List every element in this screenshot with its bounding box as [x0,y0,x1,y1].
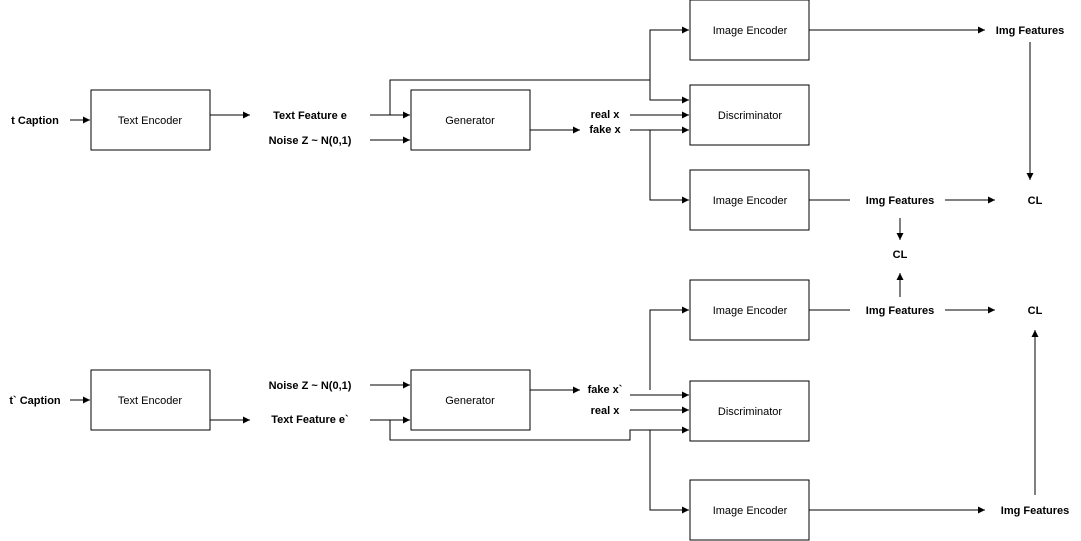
top-img-features-real-label: Img Features [996,25,1064,37]
top-discriminator-box: Discriminator [689,84,810,146]
bottom-generator-box: Generator [410,369,531,431]
top-fake-to-image-encoder-path [649,130,689,204]
bottom-text-encoder-box: Text Encoder [90,369,211,431]
top-fake-x-label: fake x [589,124,621,136]
bottom-img-features-fake-label: Img Features [866,305,934,317]
bottom-img-features-real-label: Img Features [1001,505,1069,517]
bottom-caption-label: t` Caption [9,395,61,407]
top-text-encoder-label: Text Encoder [118,115,183,127]
top-image-encoder-real-box: Image Encoder [689,0,810,61]
top-image-encoder-fake-label: Image Encoder [713,195,788,207]
top-cl-label: CL [1028,195,1043,207]
top-discriminator-label: Discriminator [718,110,783,122]
top-img-features-fake-label: Img Features [866,195,934,207]
middle-cl-label: CL [893,249,908,261]
top-generator-box: Generator [410,89,531,151]
top-branch: t Caption Text Encoder Text Feature e No… [11,0,1064,240]
top-real-to-image-encoder-path [649,26,689,80]
bottom-image-encoder-fake-box: Image Encoder [689,279,810,341]
bottom-fake-to-image-encoder-path [649,306,689,390]
bottom-real-x-label: real x [591,405,621,417]
bottom-branch: t` Caption Text Encoder Noise Z ~ N(0,1)… [9,273,1069,541]
top-noise-label: Noise Z ~ N(0,1) [269,135,352,147]
bottom-fake-x-label: fake x` [588,384,623,396]
top-generator-label: Generator [445,115,495,127]
top-caption-label: t Caption [11,115,59,127]
top-image-encoder-real-label: Image Encoder [713,25,788,37]
bottom-text-feature-label: Text Feature e` [271,414,349,426]
top-image-encoder-fake-box: Image Encoder [689,169,810,231]
bottom-noise-label: Noise Z ~ N(0,1) [269,380,352,392]
bottom-text-encoder-label: Text Encoder [118,395,183,407]
bottom-discriminator-label: Discriminator [718,406,783,418]
bottom-generator-label: Generator [445,395,495,407]
top-text-feature-label: Text Feature e [273,110,347,122]
bottom-image-encoder-real-box: Image Encoder [689,479,810,541]
bottom-real-to-image-encoder-path [649,430,689,514]
top-text-encoder-box: Text Encoder [90,89,211,151]
bottom-image-encoder-fake-label: Image Encoder [713,305,788,317]
bottom-discriminator-box: Discriminator [689,380,810,442]
top-real-x-label: real x [591,109,621,121]
bottom-cl-label: CL [1028,305,1043,317]
bottom-image-encoder-real-label: Image Encoder [713,505,788,517]
